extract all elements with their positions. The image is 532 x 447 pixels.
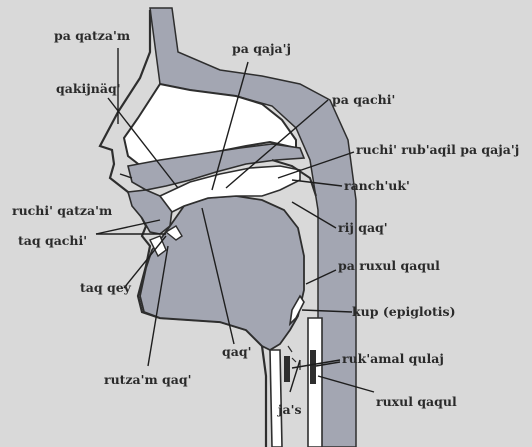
label-pa-qaja: pa qaja'j [232, 41, 291, 56]
label-pa-ruxul-qaqul: pa ruxul qaqul [338, 258, 440, 273]
label-pa-qatzam: pa qatza'm [54, 28, 130, 43]
label-ruchi-rubaqil: ruchi' rub'aqil pa qaja'j [356, 142, 519, 157]
esophagus [270, 350, 282, 447]
label-ruchi-qatzam: ruchi' qatza'm [12, 203, 112, 218]
label-kup: kup (epiglotis) [352, 304, 456, 319]
vocal-fold-right [310, 350, 316, 384]
label-taq-qachi: taq qachi' [18, 233, 87, 248]
label-qakijnaq: qakijnäq' [56, 81, 121, 96]
label-ruxul-qaqul: ruxul qaqul [376, 394, 457, 409]
label-jas: ja's [277, 402, 302, 417]
label-taq-qey: taq qey [80, 280, 132, 295]
label-ranchuk: ranch'uk' [344, 178, 410, 193]
label-qaq: qaq' [222, 344, 251, 359]
label-rukamal-qulaj: ruk'amal qulaj [342, 351, 444, 366]
label-rij-qaq: rij qaq' [338, 220, 388, 235]
label-rutzam-qaq: rutza'm qaq' [104, 372, 191, 387]
label-pa-qachi: pa qachi' [332, 92, 395, 107]
vocal-fold-left [284, 356, 290, 382]
